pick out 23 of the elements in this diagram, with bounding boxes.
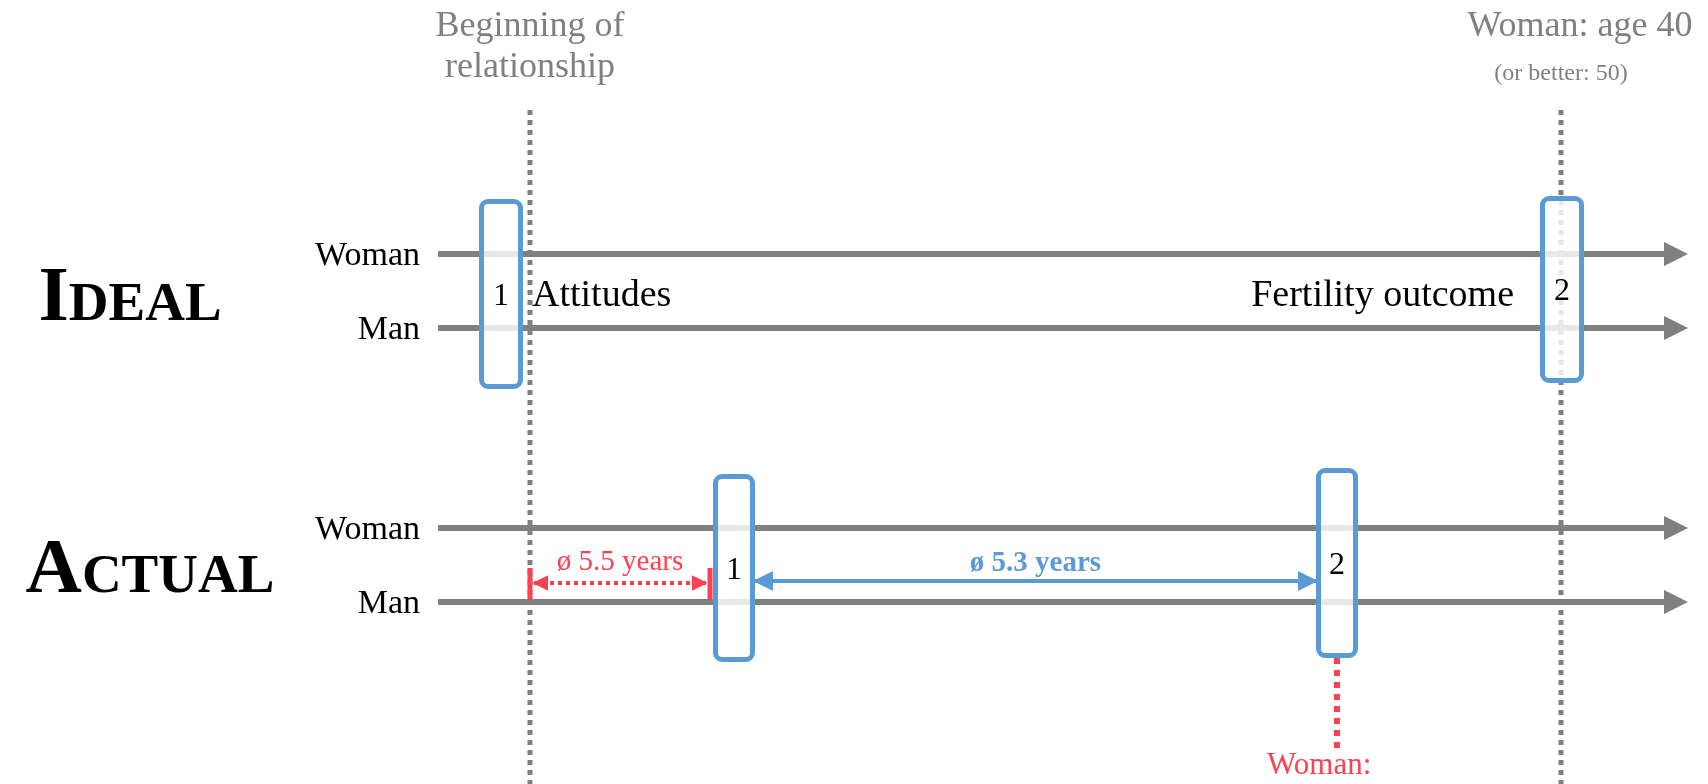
timepoint-label: Beginning of relationship xyxy=(434,4,626,87)
phase-box xyxy=(479,199,523,389)
phase-number: 2 xyxy=(1329,544,1345,582)
phase-label: Fertility outcome xyxy=(1251,272,1514,316)
phase-number: 1 xyxy=(726,549,742,587)
lane-label: Woman xyxy=(315,234,420,274)
arrow xyxy=(753,571,1318,591)
phase-number: 1 xyxy=(493,275,509,313)
lane-label: Woman xyxy=(315,508,420,548)
phase-box xyxy=(1540,196,1584,383)
annotation-text: Woman: xyxy=(1267,748,1372,779)
phase-number: 2 xyxy=(1554,271,1570,308)
section-title: Actual xyxy=(25,521,275,611)
lane-label: Man xyxy=(357,582,420,622)
leader-line xyxy=(1334,658,1340,748)
phase-label: Attitudes xyxy=(532,272,672,316)
section-title: Ideal xyxy=(38,249,222,339)
timepoint-label: Woman: age 40 xyxy=(1466,4,1694,46)
lane-label: Man xyxy=(357,308,420,348)
timepoint-note: (or better: 50) xyxy=(1494,59,1628,87)
dimension-label: ø 5.5 years xyxy=(556,544,684,578)
phase-box xyxy=(1316,468,1358,658)
phase-box xyxy=(713,474,755,662)
